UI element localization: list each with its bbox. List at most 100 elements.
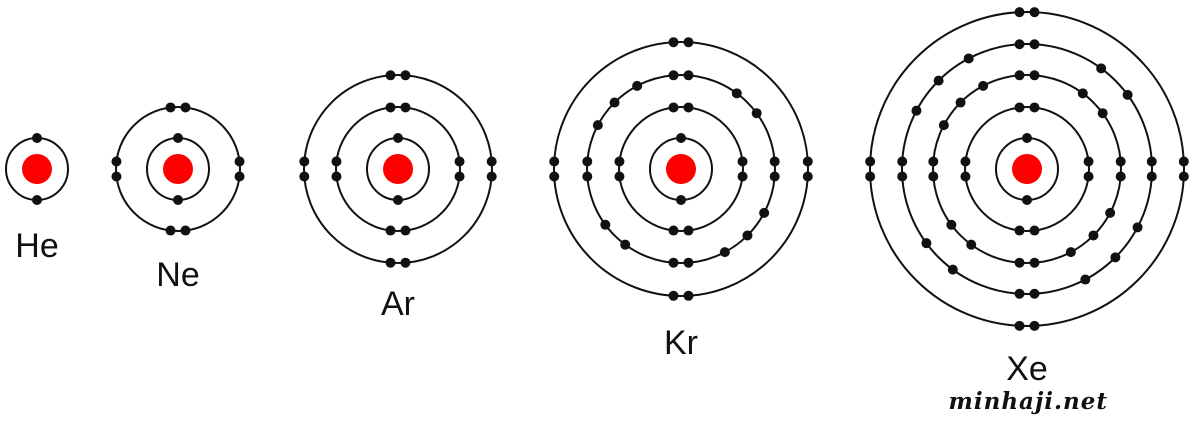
shell-ring-ne-2 bbox=[115, 106, 241, 232]
electron-ar-3-1 bbox=[385, 70, 396, 81]
electron-kr-2-1 bbox=[668, 102, 679, 113]
electron-xe-2-4 bbox=[1083, 171, 1094, 182]
electron-ne-1-1 bbox=[173, 133, 183, 143]
electron-xe-3-14 bbox=[938, 120, 949, 131]
electron-ne-2-2 bbox=[180, 102, 191, 113]
electron-xe-4-8 bbox=[897, 156, 908, 167]
electron-ar-3-2 bbox=[400, 70, 411, 81]
electron-ne-2-1 bbox=[165, 102, 176, 113]
nucleus-kr bbox=[666, 154, 696, 184]
electron-kr-4-1 bbox=[668, 37, 679, 48]
electron-kr-3-12 bbox=[620, 239, 631, 250]
electron-xe-5-6 bbox=[1014, 320, 1025, 331]
electron-xe-4-5 bbox=[1029, 288, 1040, 299]
electron-ne-2-5 bbox=[180, 225, 191, 236]
electron-xe-3-17 bbox=[1077, 88, 1088, 99]
electron-ne-2-6 bbox=[165, 225, 176, 236]
electron-ar-2-6 bbox=[385, 225, 396, 236]
electron-kr-3-6 bbox=[668, 257, 679, 268]
electron-kr-4-7 bbox=[549, 171, 560, 182]
electron-kr-2-5 bbox=[683, 225, 694, 236]
electron-xe-4-14 bbox=[911, 105, 922, 116]
electron-kr-3-9 bbox=[759, 207, 770, 218]
electron-kr-3-15 bbox=[609, 97, 620, 108]
nucleus-he bbox=[22, 154, 52, 184]
electron-xe-2-3 bbox=[1083, 156, 1094, 167]
atom-label-ne: Ne bbox=[156, 256, 200, 294]
electron-xe-2-2 bbox=[1029, 102, 1040, 113]
electron-he-1-1 bbox=[32, 133, 42, 143]
electron-kr-4-3 bbox=[802, 156, 813, 167]
electron-kr-3-14 bbox=[592, 120, 603, 131]
electron-kr-3-13 bbox=[600, 219, 611, 230]
electron-xe-4-12 bbox=[947, 264, 958, 275]
electron-kr-3-7 bbox=[582, 171, 593, 182]
electron-kr-3-16 bbox=[632, 80, 643, 91]
electron-xe-4-3 bbox=[1146, 156, 1157, 167]
shell-ring-xe-4 bbox=[901, 43, 1153, 295]
electron-xe-4-15 bbox=[933, 75, 944, 86]
electron-kr-3-1 bbox=[668, 70, 679, 81]
nucleus-xe bbox=[1012, 154, 1042, 184]
electron-xe-3-15 bbox=[955, 97, 966, 108]
atom-label-kr: Kr bbox=[664, 324, 698, 362]
electron-ar-2-8 bbox=[331, 156, 342, 167]
electron-xe-3-1 bbox=[1014, 70, 1025, 81]
electron-xe-3-2 bbox=[1029, 70, 1040, 81]
electron-ar-3-7 bbox=[299, 171, 310, 182]
electron-xe-4-2 bbox=[1029, 39, 1040, 50]
electron-kr-4-8 bbox=[549, 156, 560, 167]
electron-kr-2-7 bbox=[614, 171, 625, 182]
shell-ring-kr-2 bbox=[618, 106, 744, 232]
atom-label-xe: Xe bbox=[1006, 350, 1048, 388]
electron-ar-3-6 bbox=[385, 257, 396, 268]
electron-xe-3-7 bbox=[928, 171, 939, 182]
electron-kr-4-4 bbox=[802, 171, 813, 182]
electron-xe-3-8 bbox=[928, 156, 939, 167]
shell-ring-xe-2 bbox=[964, 106, 1090, 232]
electron-xe-3-9 bbox=[1105, 207, 1116, 218]
electron-kr-2-2 bbox=[683, 102, 694, 113]
electron-ne-1-2 bbox=[173, 195, 183, 205]
shell-ring-kr-3 bbox=[586, 74, 776, 264]
electron-xe-5-5 bbox=[1029, 320, 1040, 331]
electron-xe-4-11 bbox=[1080, 274, 1091, 285]
electron-kr-3-4 bbox=[769, 171, 780, 182]
electron-xe-3-16 bbox=[978, 80, 989, 91]
electron-xe-4-17 bbox=[1096, 63, 1107, 74]
electron-xe-4-13 bbox=[921, 238, 932, 249]
electron-xe-4-16 bbox=[963, 53, 974, 64]
electron-kr-3-5 bbox=[683, 257, 694, 268]
electron-kr-3-18 bbox=[751, 108, 762, 119]
shell-ring-xe-3 bbox=[932, 74, 1122, 264]
electron-kr-3-3 bbox=[769, 156, 780, 167]
electron-he-1-2 bbox=[32, 195, 42, 205]
atom-label-he: He bbox=[15, 227, 59, 265]
electron-xe-5-1 bbox=[1014, 7, 1025, 18]
electron-xe-5-3 bbox=[1178, 156, 1189, 167]
electron-ar-1-2 bbox=[393, 195, 403, 205]
electron-kr-1-2 bbox=[676, 195, 686, 205]
electron-xe-2-7 bbox=[960, 171, 971, 182]
shell-ring-xe-5 bbox=[869, 11, 1185, 327]
electron-kr-4-6 bbox=[668, 290, 679, 301]
electron-xe-2-6 bbox=[1014, 225, 1025, 236]
electron-ar-3-3 bbox=[486, 156, 497, 167]
electron-ar-3-8 bbox=[299, 156, 310, 167]
nucleus-ne bbox=[163, 154, 193, 184]
shell-ring-kr-4 bbox=[553, 41, 809, 297]
electron-xe-2-5 bbox=[1029, 225, 1040, 236]
electron-xe-5-7 bbox=[865, 171, 876, 182]
electron-xe-3-11 bbox=[1065, 247, 1076, 258]
electron-xe-1-1 bbox=[1022, 133, 1032, 143]
electron-ne-2-4 bbox=[234, 171, 245, 182]
electron-kr-3-8 bbox=[582, 156, 593, 167]
electron-ar-3-4 bbox=[486, 171, 497, 182]
electron-xe-2-1 bbox=[1014, 102, 1025, 113]
electron-xe-4-1 bbox=[1014, 39, 1025, 50]
electron-xe-2-8 bbox=[960, 156, 971, 167]
nucleus-ar bbox=[383, 154, 413, 184]
watermark-text: minhaji.net bbox=[948, 388, 1108, 415]
electron-kr-2-3 bbox=[737, 156, 748, 167]
